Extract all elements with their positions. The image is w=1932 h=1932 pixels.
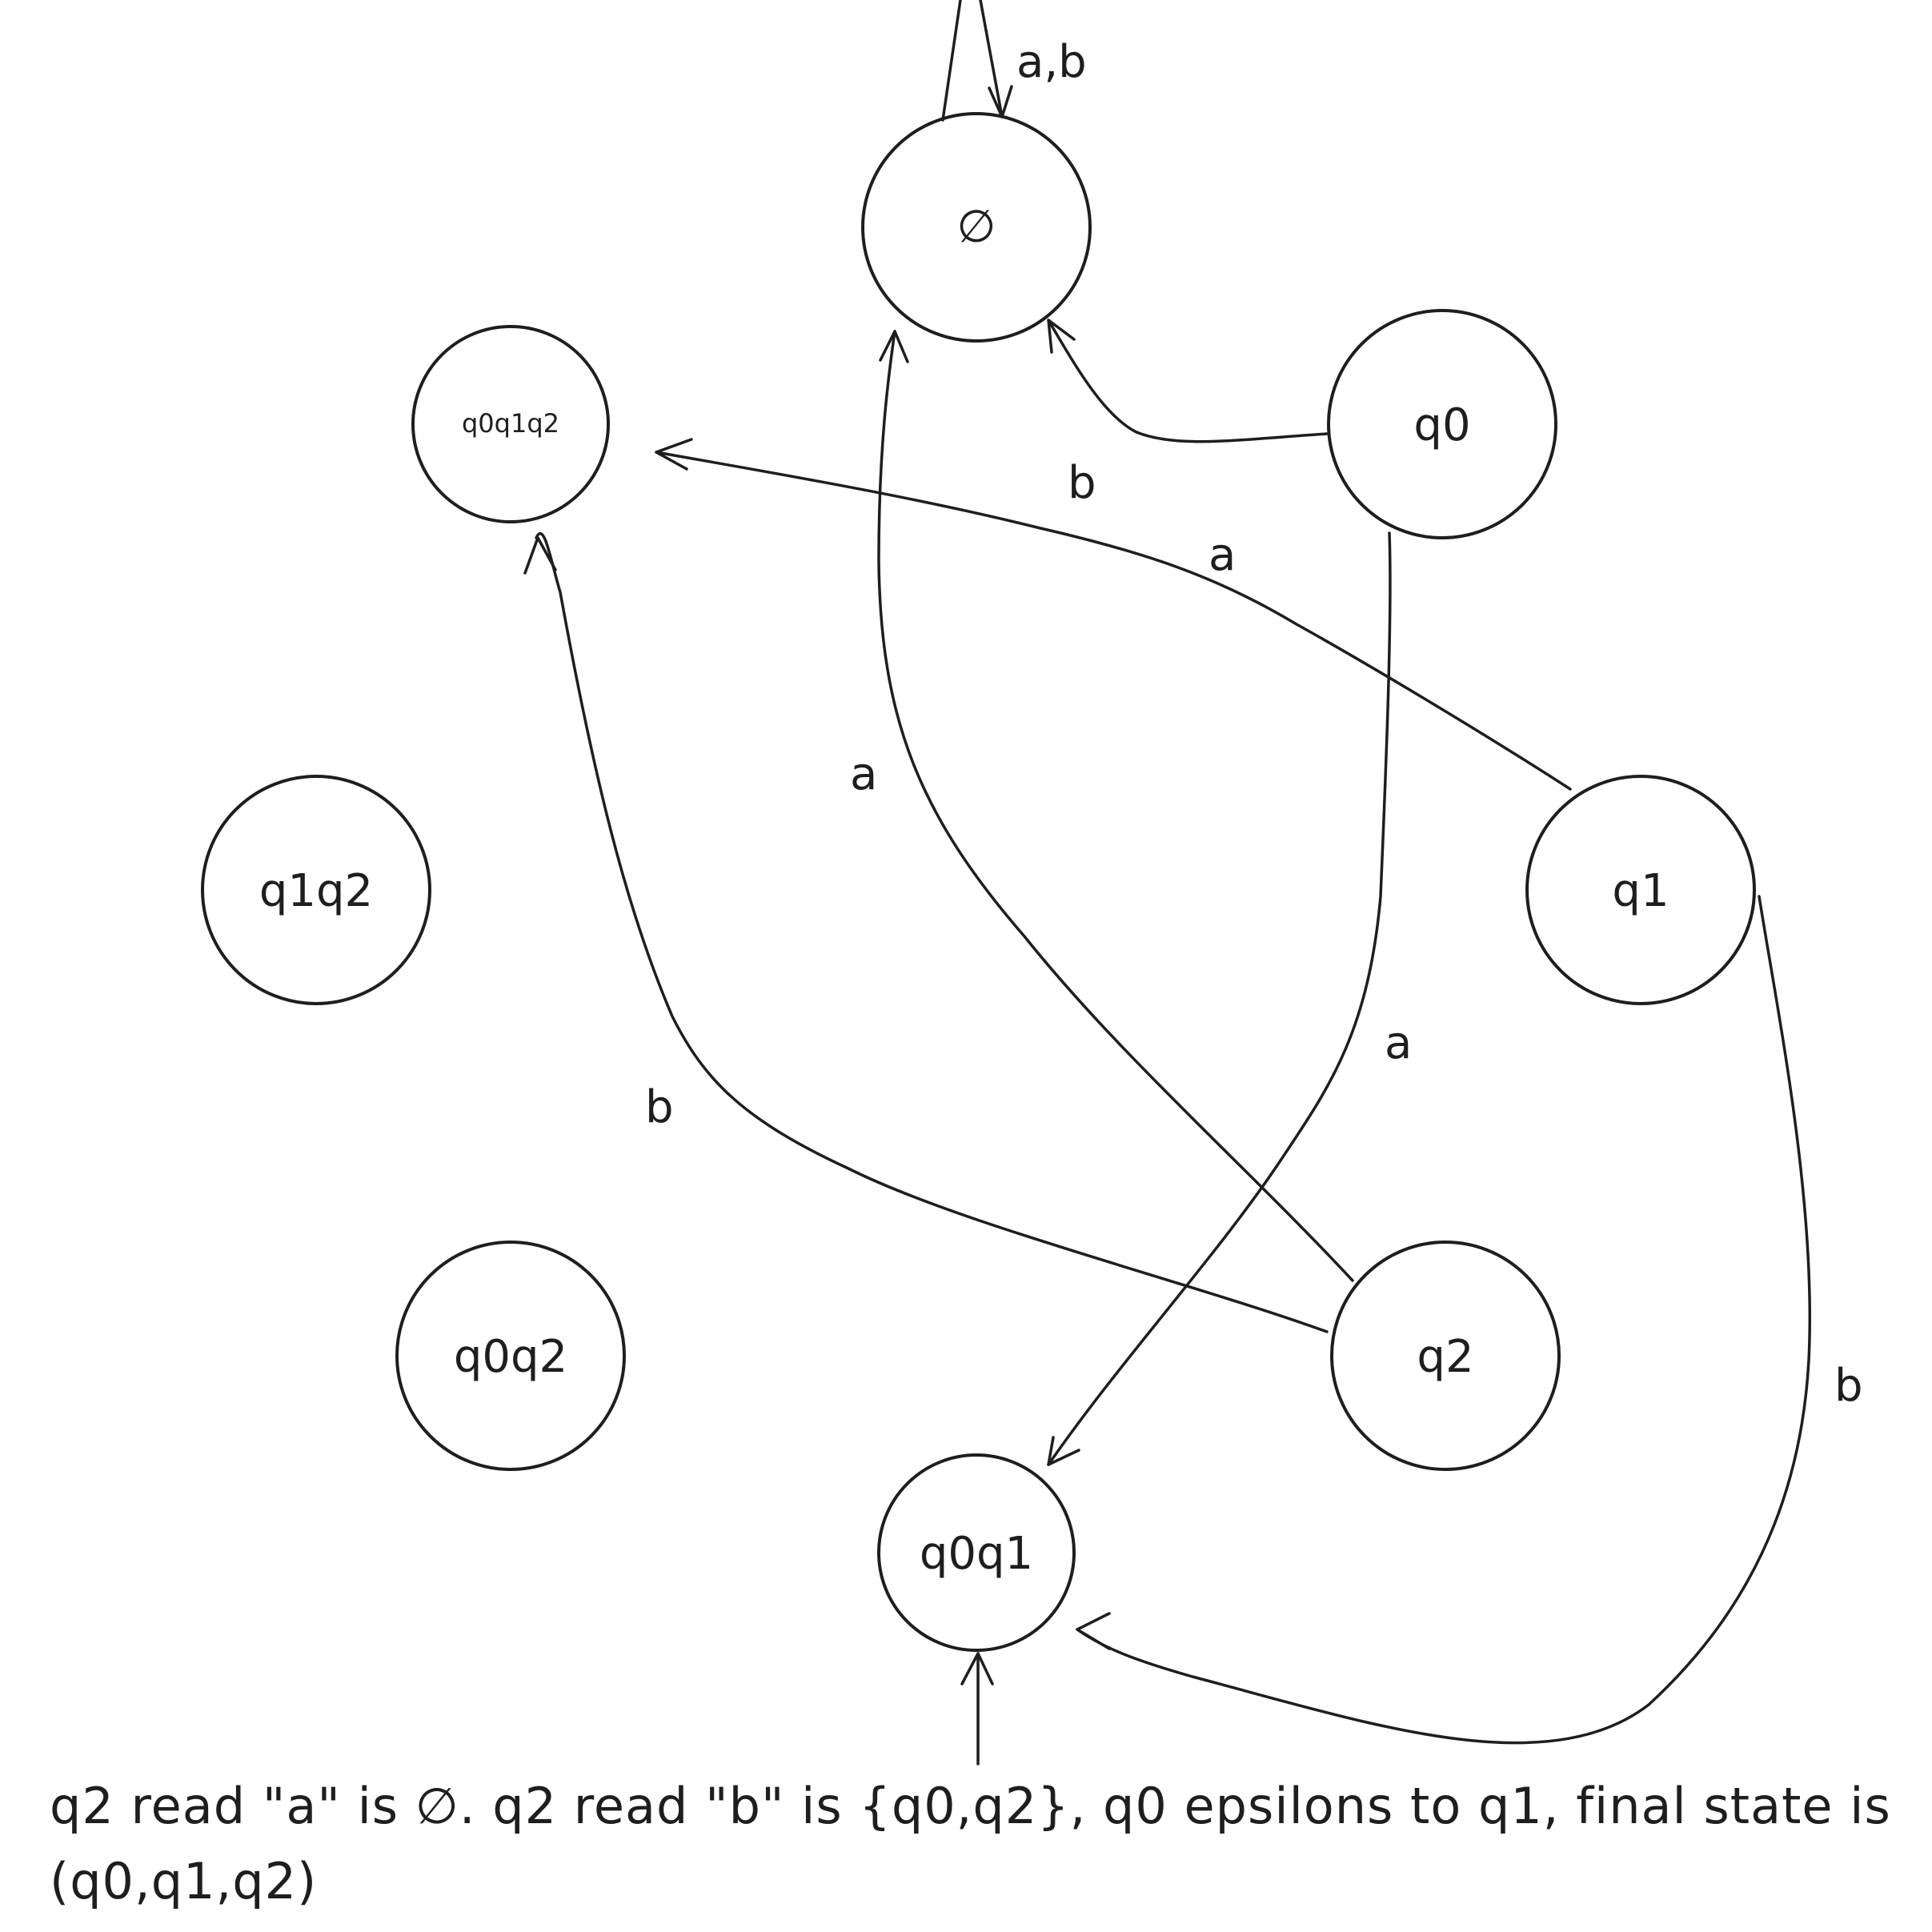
- transition-q0-to-empty[interactable]: b: [1047, 319, 1329, 509]
- transition-q1-to-q0q1q2-label: a: [1209, 529, 1236, 581]
- state-q0q1q2-label: q0q1q2: [462, 408, 559, 439]
- transition-empty-self-loop-label: a,b: [1016, 36, 1087, 88]
- transition-q1-to-q0q1q2[interactable]: a: [655, 438, 1572, 791]
- state-q1q2[interactable]: q1q2: [201, 775, 431, 1005]
- transition-q0-to-empty-label: b: [1068, 457, 1096, 509]
- transition-q1-to-q0q1[interactable]: b: [1076, 895, 1863, 1745]
- transition-empty-self-loop[interactable]: a,b: [941, 0, 1087, 122]
- state-q0-label: q0: [1413, 399, 1470, 451]
- transition-q1-to-q0q1-label: b: [1834, 1360, 1863, 1412]
- state-q2[interactable]: q2: [1330, 1241, 1561, 1471]
- state-q0q1[interactable]: q0q1: [877, 1453, 1076, 1652]
- state-q0q1q2[interactable]: q0q1q2: [411, 325, 610, 523]
- state-q1[interactable]: q1: [1525, 775, 1756, 1005]
- state-q0[interactable]: q0: [1327, 309, 1557, 539]
- transition-q2-to-empty[interactable]: a: [850, 330, 1354, 1282]
- state-q0q1-label: q0q1: [920, 1528, 1033, 1580]
- explanation-note: q2 read "a" is ∅. q2 read "b" is {q0,q2}…: [50, 1777, 1891, 1910]
- state-q0q2[interactable]: q0q2: [395, 1241, 626, 1471]
- state-q1-label: q1: [1612, 865, 1669, 917]
- transition-q2-to-q0q1q2-label: b: [645, 1081, 674, 1133]
- transition-q2-to-empty-label: a: [850, 748, 877, 800]
- transition-q2-to-q0q1q2[interactable]: b: [523, 531, 1329, 1333]
- start-arrow: [960, 1652, 994, 1766]
- state-q2-label: q2: [1417, 1331, 1473, 1383]
- transition-q0-to-q0q1[interactable]: a: [1047, 531, 1412, 1466]
- state-empty-label: ∅: [957, 201, 996, 253]
- state-empty[interactable]: ∅: [861, 112, 1092, 343]
- transition-q0-to-q0q1-label: a: [1385, 1017, 1412, 1069]
- state-q0q2-label: q0q2: [454, 1331, 567, 1383]
- state-q1q2-label: q1q2: [259, 865, 373, 917]
